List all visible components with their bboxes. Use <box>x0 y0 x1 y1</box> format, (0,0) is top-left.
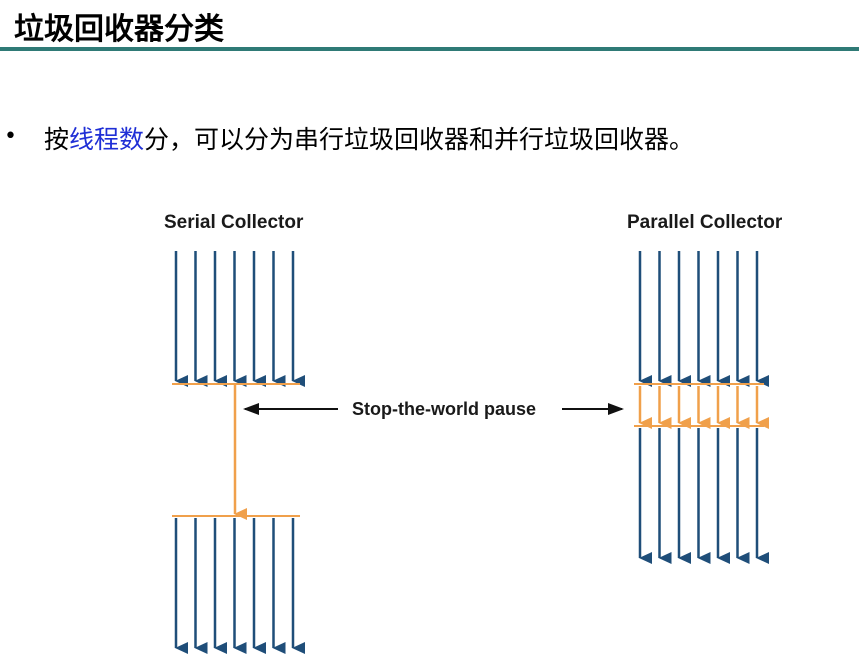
bullet-text: 按线程数分，可以分为串行垃圾回收器和并行垃圾回收器。 <box>44 120 694 156</box>
serial-app-threads-after <box>174 518 305 654</box>
parallel-collector-label: Parallel Collector <box>627 212 783 233</box>
parallel-gc-threads <box>638 386 769 429</box>
bullet-highlight: 线程数 <box>69 125 145 154</box>
serial-collector-label: Serial Collector <box>164 212 304 233</box>
parallel-app-threads-after <box>638 428 769 564</box>
bullet-prefix: 按 <box>44 125 70 154</box>
title-underline <box>0 47 859 51</box>
bullet-marker: • <box>4 124 17 149</box>
parallel-app-threads-before <box>638 251 769 387</box>
bullet-suffix: 分，可以分为串行垃圾回收器和并行垃圾回收器。 <box>144 125 695 154</box>
serial-app-threads-before <box>174 251 305 387</box>
bullet-point: • 按线程数分，可以分为串行垃圾回收器和并行垃圾回收器。 <box>0 120 859 160</box>
slide-title: 垃圾回收器分类 <box>14 12 224 47</box>
stop-the-world-label: Stop-the-world pause <box>352 399 536 419</box>
